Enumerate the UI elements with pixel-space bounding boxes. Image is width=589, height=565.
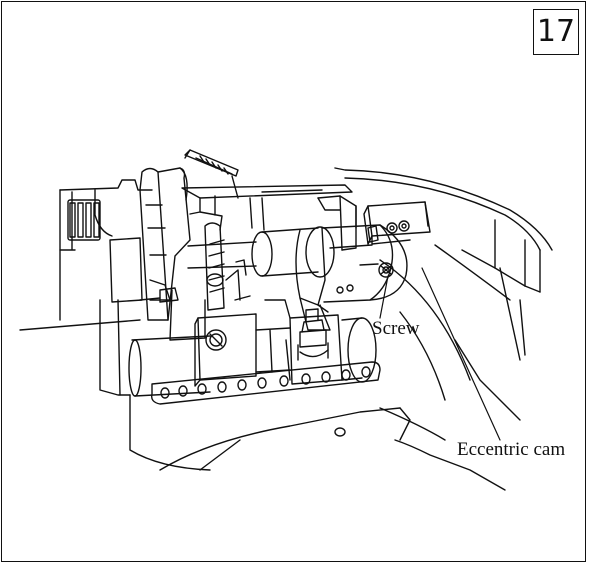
screw-leader-line — [379, 275, 389, 319]
figure-number-badge: 17 — [533, 9, 579, 55]
lower-shaft-assembly — [128, 287, 377, 397]
figure-number: 17 — [536, 14, 576, 49]
leader-lines — [379, 267, 501, 441]
eccentric-cam-leader-line — [421, 267, 501, 441]
spring-rod — [204, 222, 251, 311]
screw-label: Screw — [372, 318, 420, 339]
clamp-block — [363, 201, 431, 245]
misc-details — [139, 297, 411, 441]
perforated-bar — [150, 361, 381, 405]
eccentric-cam-label: Eccentric cam — [457, 439, 566, 460]
top-feed-bar — [181, 149, 357, 251]
left-plates — [67, 167, 191, 321]
